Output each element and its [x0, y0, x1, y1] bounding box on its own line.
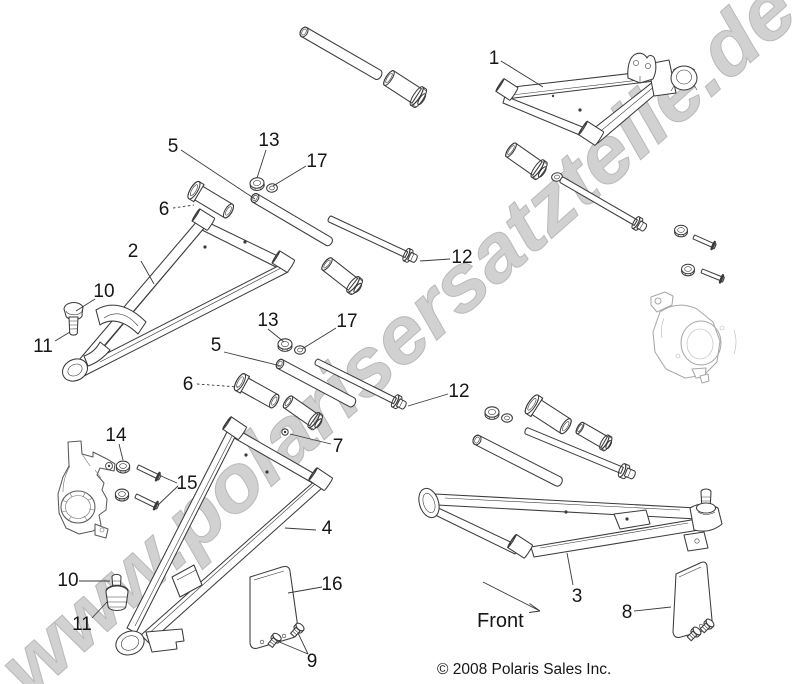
callout-6: 6 — [183, 374, 194, 395]
flange-nut — [484, 406, 500, 420]
callout-leader-10 — [75, 298, 96, 312]
callout-9: 9 — [307, 651, 318, 672]
callout-leader-11 — [54, 331, 71, 342]
left-steering-knuckle — [58, 441, 115, 538]
callout-16: 16 — [321, 574, 342, 595]
callout-leader-8 — [633, 606, 672, 612]
grease-fitting — [282, 429, 288, 435]
callout-12: 12 — [451, 247, 472, 268]
ball-joint-upper-left — [64, 303, 83, 336]
callout-leader-12 — [407, 393, 449, 407]
callout-leader-13 — [256, 149, 267, 179]
callout-leader-6 — [172, 204, 195, 209]
callout-leader-11 — [91, 601, 108, 619]
callout-13: 13 — [258, 130, 279, 151]
callout-7: 7 — [333, 436, 344, 457]
callout-leader-14 — [118, 443, 124, 461]
callout-10: 10 — [93, 281, 114, 302]
callout-6: 6 — [159, 199, 170, 220]
upper-right-a-arm — [495, 53, 697, 147]
callout-leader-12 — [419, 258, 451, 262]
callout-leader-1 — [500, 60, 544, 88]
callout-10: 10 — [57, 570, 78, 591]
callout-8: 8 — [622, 602, 633, 623]
mud-guard-left — [250, 567, 298, 649]
callout-leader-4 — [284, 527, 317, 531]
callout-12: 12 — [448, 381, 469, 402]
arm1-mount-bracket — [628, 53, 656, 83]
callout-leader-9 — [276, 640, 309, 655]
front-arrow — [482, 581, 541, 613]
flange-nut — [674, 224, 688, 238]
callout-leader-15 — [160, 475, 178, 484]
callout-5: 5 — [211, 335, 222, 356]
callout-leader-16 — [287, 586, 323, 594]
callout-3: 3 — [572, 586, 583, 607]
callout-11: 11 — [33, 336, 53, 357]
callout-17: 17 — [306, 151, 327, 172]
callout-leader-2 — [140, 260, 155, 285]
callout-2: 2 — [128, 241, 139, 262]
callout-1: 1 — [489, 48, 500, 69]
callout-leader-5 — [180, 149, 256, 200]
callout-leader-6 — [196, 383, 239, 388]
callout-leader-17 — [301, 327, 337, 350]
right-steering-knuckle — [651, 292, 736, 383]
callout-13: 13 — [257, 310, 278, 331]
callout-leader-5 — [223, 351, 282, 367]
callout-leader-7 — [289, 433, 332, 445]
lower-left-a-arm — [112, 416, 334, 659]
callout-15: 15 — [176, 473, 197, 494]
callout-leader-13 — [267, 328, 285, 343]
front-direction: Front — [477, 581, 541, 632]
flange-nut-14 — [115, 460, 131, 474]
callout-leader-9 — [297, 632, 309, 655]
front-label: Front — [477, 610, 524, 632]
callout-14: 14 — [105, 425, 127, 446]
lower-right-a-arm — [415, 486, 722, 559]
flange-nut — [248, 176, 266, 192]
hardware-middle-row — [231, 338, 409, 435]
washer — [294, 345, 306, 355]
callout-11: 11 — [72, 614, 92, 635]
flange-nut — [681, 263, 695, 277]
ball-joint-lower-left — [106, 574, 128, 610]
copyright-text: © 2008 Polaris Sales Inc. — [437, 661, 611, 678]
callout-5: 5 — [168, 136, 179, 157]
washer — [501, 413, 513, 423]
flange-nut — [114, 488, 130, 502]
upper-left-a-arm — [59, 208, 296, 386]
callout-17: 17 — [336, 311, 357, 332]
callout-leader-17 — [272, 165, 307, 187]
callout-4: 4 — [322, 518, 333, 539]
flange-nut — [277, 338, 293, 352]
callout-leader-15 — [157, 485, 179, 506]
callout-leader-3 — [566, 552, 574, 586]
